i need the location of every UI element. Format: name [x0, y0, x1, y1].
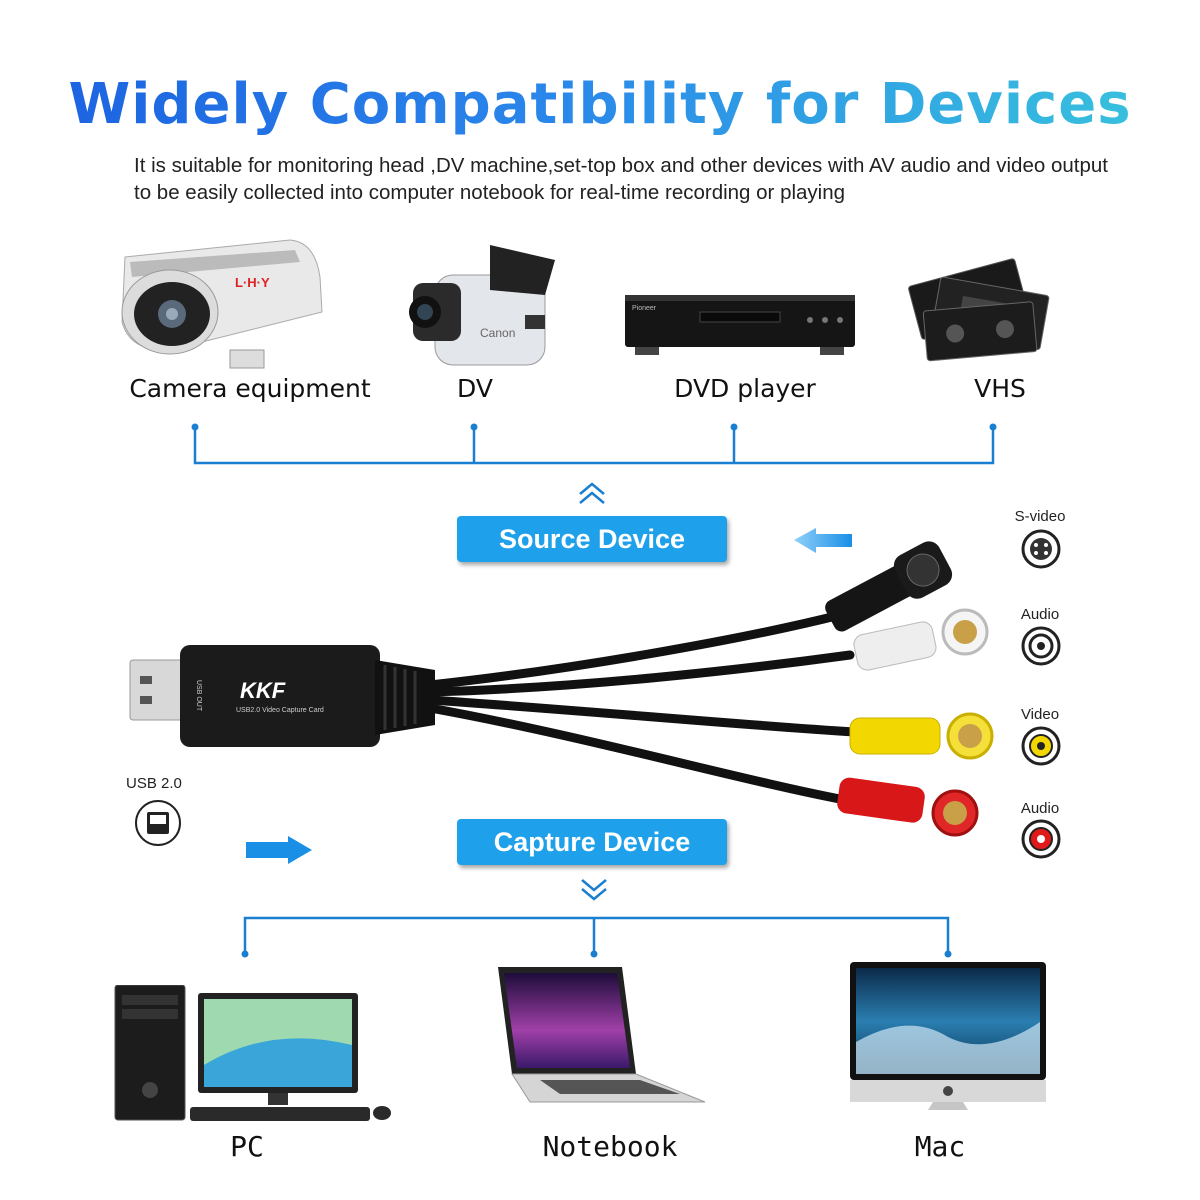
chevron-up-icon: [579, 482, 605, 504]
source-label-dvd: DVD player: [674, 374, 816, 403]
source-label-vhs: VHS: [974, 374, 1026, 403]
capture-label-notebook: Notebook: [542, 1130, 678, 1163]
camcorder-icon: Canon: [409, 245, 555, 366]
video-yellow-port-icon: [1021, 726, 1061, 766]
audio-red-port-icon: [1021, 819, 1061, 859]
usb-label: USB 2.0: [126, 775, 182, 792]
dvd-player-icon: Pioneer: [625, 295, 855, 355]
capture-device-badge: Capture Device: [457, 819, 727, 865]
audio-white-port-icon: [1021, 626, 1061, 666]
svideo-plug: [825, 541, 953, 632]
port-label-audio-right: Audio: [1020, 800, 1060, 817]
port-label-svideo: S-video: [1014, 508, 1066, 525]
capture-label-pc: PC: [230, 1130, 264, 1163]
camera-brand-text: L·H·Y: [235, 275, 270, 290]
red-rca-plug: [837, 777, 979, 837]
source-device-badge: Source Device: [457, 516, 727, 562]
capture-adapter-cable: KKF USB2.0 Video Capture Card USB OUT: [129, 541, 994, 837]
port-label-video: Video: [1020, 706, 1060, 723]
description-text: It is suitable for monitoring head ,DV m…: [134, 154, 1108, 204]
source-label-dv: DV: [457, 374, 493, 403]
camcorder-brand-text: Canon: [480, 326, 515, 340]
usb-icon: [135, 800, 181, 846]
adapter-model-text: USB2.0 Video Capture Card: [236, 707, 324, 714]
svideo-port-icon: [1021, 529, 1061, 569]
arrow-right-icon: [246, 836, 312, 864]
yellow-rca-plug: [849, 712, 994, 760]
adapter-port-text: USB OUT: [195, 680, 202, 712]
imac-icon: [850, 962, 1046, 1110]
vhs-tapes-icon: [908, 258, 1050, 362]
source-label-camera: Camera equipment: [129, 374, 371, 403]
adapter-brand-text: KKF: [240, 678, 286, 703]
cctv-camera-icon: L·H·Y: [121, 239, 323, 369]
white-rca-plug: [853, 608, 989, 671]
port-label-audio-left: Audio: [1020, 606, 1060, 623]
chevron-down-icon: [581, 879, 607, 901]
capture-label-mac: Mac: [914, 1130, 966, 1163]
laptop-icon: [498, 967, 706, 1103]
dvd-brand-text: Pioneer: [632, 305, 657, 312]
desktop-pc-icon: [114, 985, 391, 1121]
page-title: Widely Compatibility for Devices: [0, 72, 1200, 137]
arrow-left-icon: [794, 528, 852, 553]
